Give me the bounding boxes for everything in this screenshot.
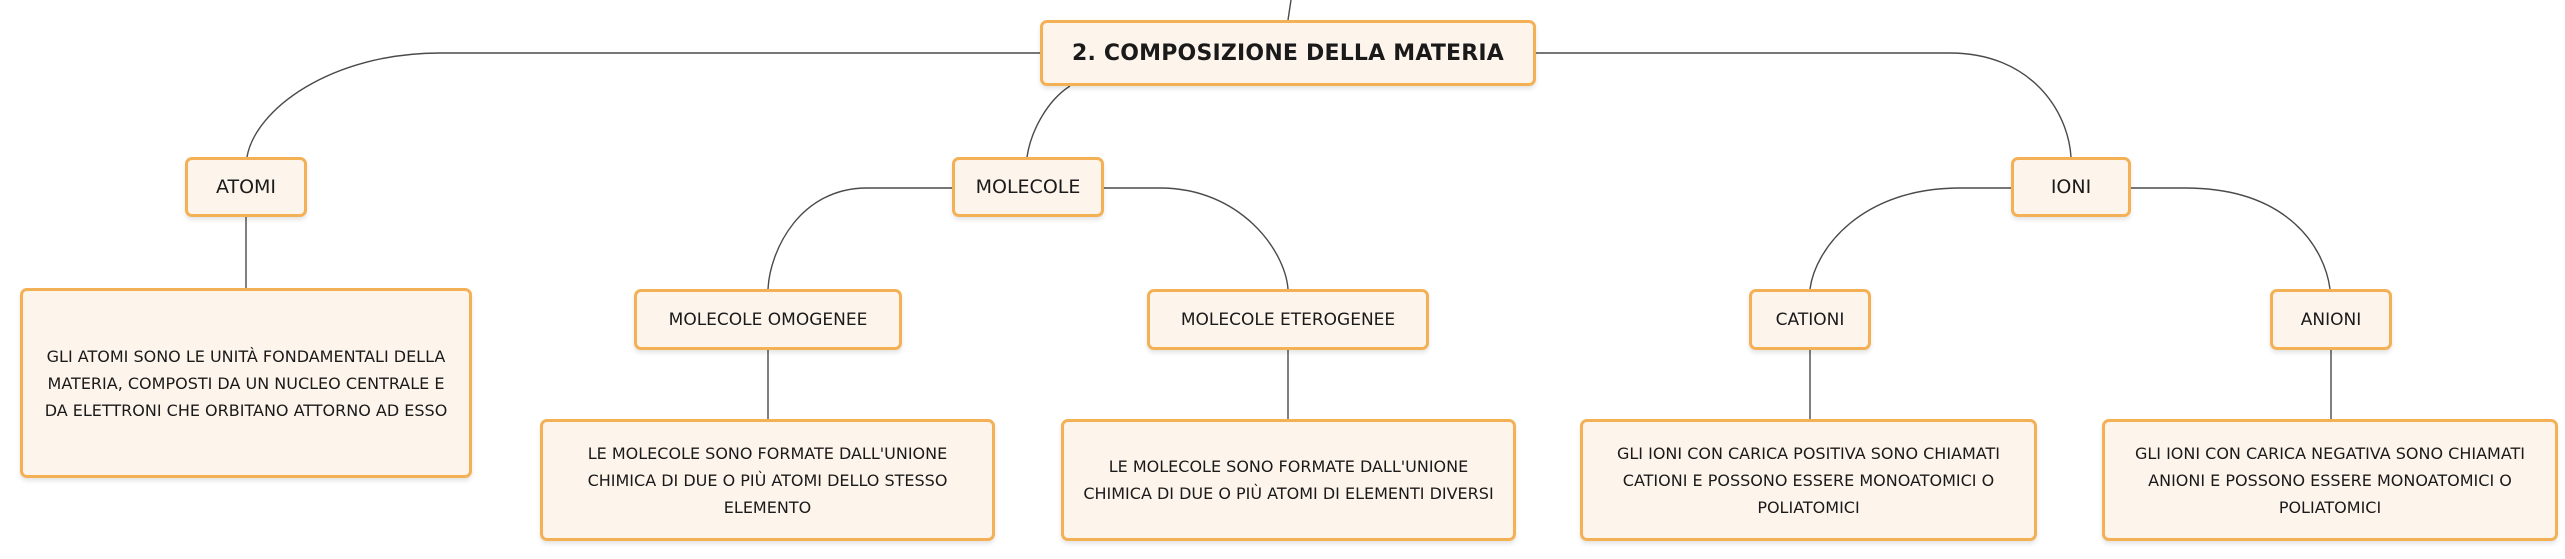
connector-ioni-to-cationi — [1809, 187, 2011, 290]
cationi-description-text: GLI IONI CON CARICA POSITIVA SONO CHIAMA… — [1616, 443, 2000, 517]
connector-root-to-molecole — [1026, 85, 1071, 158]
atomi-node-label: ATOMI — [215, 176, 277, 198]
root-node-label: 2. COMPOSIZIONE DELLA MATERIA — [1071, 40, 1505, 66]
connector-ioni-to-anioni — [2131, 187, 2331, 290]
molecole-omogenee-label: MOLECOLE OMOGENEE — [668, 309, 868, 330]
anioni-description-node[interactable]: GLI IONI CON CARICA NEGATIVA SONO CHIAMA… — [2102, 419, 2558, 541]
molecole-omogenee-description-node[interactable]: LE MOLECOLE SONO FORMATE DALL'UNIONE CHI… — [540, 419, 995, 541]
molecole-eterogenee-node[interactable]: MOLECOLE ETEROGENEE — [1147, 289, 1429, 350]
molecole-eterogenee-description-text: LE MOLECOLE SONO FORMATE DALL'UNIONE CHI… — [1083, 457, 1494, 503]
cationi-label: CATIONI — [1775, 309, 1845, 330]
cationi-description-node[interactable]: GLI IONI CON CARICA POSITIVA SONO CHIAMA… — [1580, 419, 2037, 541]
molecole-omogenee-description-text: LE MOLECOLE SONO FORMATE DALL'UNIONE CHI… — [587, 443, 948, 517]
connector-parent-to-root — [1287, 0, 1292, 21]
ioni-node[interactable]: IONI — [2011, 157, 2131, 217]
anioni-label: ANIONI — [2300, 309, 2362, 330]
molecole-node-label: MOLECOLE — [975, 176, 1081, 198]
atomi-node[interactable]: ATOMI — [185, 157, 307, 217]
connector-molecole-to-eterogenee — [1104, 187, 1289, 290]
molecole-omogenee-node[interactable]: MOLECOLE OMOGENEE — [634, 289, 902, 350]
molecole-node[interactable]: MOLECOLE — [952, 157, 1104, 217]
connector-root-to-ioni — [1536, 52, 2072, 158]
molecole-eterogenee-label: MOLECOLE ETEROGENEE — [1180, 309, 1396, 330]
atomi-description-text: GLI ATOMI SONO LE UNITÀ FONDAMENTALI DEL… — [44, 346, 448, 420]
root-node[interactable]: 2. COMPOSIZIONE DELLA MATERIA — [1040, 20, 1536, 86]
connector-root-to-atomi — [246, 52, 1040, 158]
cationi-node[interactable]: CATIONI — [1749, 289, 1871, 350]
anioni-description-text: GLI IONI CON CARICA NEGATIVA SONO CHIAMA… — [2134, 443, 2526, 517]
atomi-description-node[interactable]: GLI ATOMI SONO LE UNITÀ FONDAMENTALI DEL… — [20, 288, 472, 478]
molecole-eterogenee-description-node[interactable]: LE MOLECOLE SONO FORMATE DALL'UNIONE CHI… — [1061, 419, 1516, 541]
anioni-node[interactable]: ANIONI — [2270, 289, 2392, 350]
ioni-node-label: IONI — [2050, 176, 2092, 198]
connector-molecole-to-omogenee — [767, 187, 952, 290]
